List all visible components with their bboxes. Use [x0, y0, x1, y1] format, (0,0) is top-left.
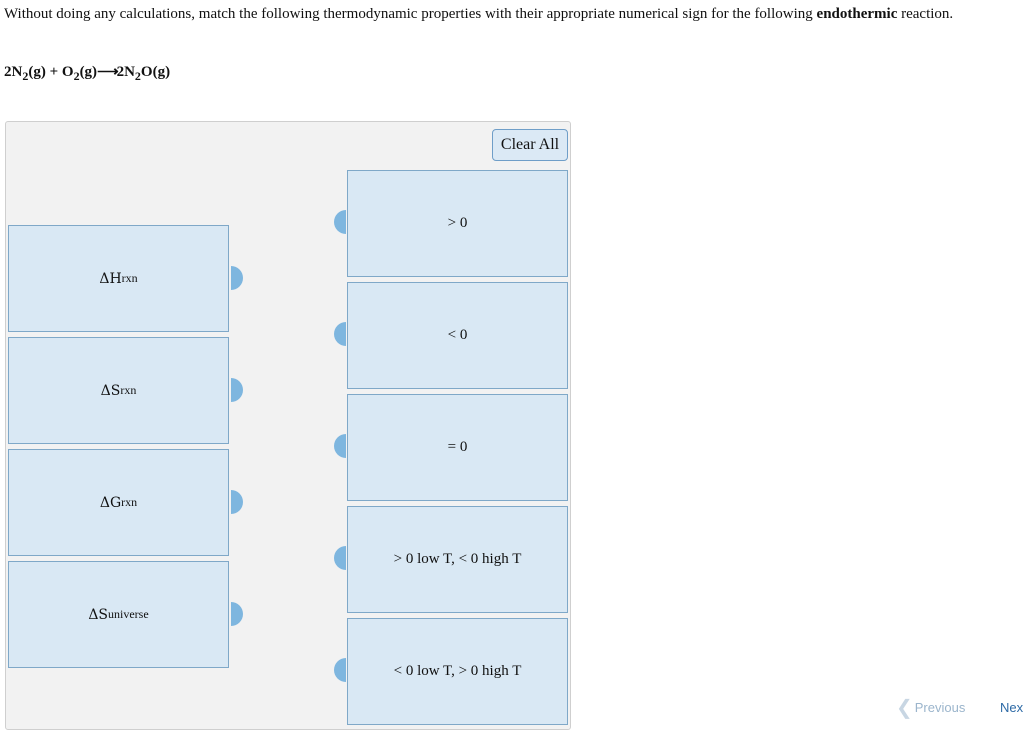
- connector-handle[interactable]: [231, 602, 243, 626]
- property-subscript: rxn: [121, 495, 138, 509]
- sign-label: > 0 low T, < 0 high T: [393, 551, 522, 567]
- sign-tile-equals-zero[interactable]: = 0: [347, 394, 568, 501]
- property-subscript: universe: [108, 607, 149, 621]
- connector-target[interactable]: [334, 546, 346, 570]
- sign-label: = 0: [447, 439, 468, 455]
- reaction-arrow: ⟶: [97, 64, 118, 80]
- property-symbol: ΔG: [99, 494, 122, 511]
- connector-target[interactable]: [334, 322, 346, 346]
- eq-reactant-1: 2N: [4, 64, 23, 80]
- eq-product: 2N: [116, 64, 135, 80]
- clear-all-button[interactable]: Clear All: [492, 129, 568, 161]
- next-button[interactable]: Nex: [1000, 700, 1024, 715]
- eq-subscript: 2: [134, 69, 141, 83]
- sign-label: < 0 low T, > 0 high T: [393, 663, 522, 679]
- sign-tile-negative-low-t[interactable]: < 0 low T, > 0 high T: [347, 618, 568, 725]
- sign-label: > 0: [447, 215, 468, 231]
- connector-handle[interactable]: [231, 266, 243, 290]
- eq-product-phase: O(g): [140, 64, 171, 80]
- eq-reactant-2: (g) + O: [28, 64, 74, 80]
- sign-tile-less-than-zero[interactable]: < 0: [347, 282, 568, 389]
- eq-subscript: 2: [73, 69, 80, 83]
- property-symbol: ΔH: [99, 270, 122, 287]
- connector-target[interactable]: [334, 658, 346, 682]
- question-prompt: Without doing any calculations, match th…: [4, 4, 1020, 24]
- prompt-bold-word: endothermic: [816, 6, 898, 22]
- property-symbol: ΔS: [88, 606, 109, 623]
- property-subscript: rxn: [120, 383, 137, 397]
- property-symbol: ΔS: [100, 382, 121, 399]
- connector-handle[interactable]: [231, 378, 243, 402]
- chevron-left-icon: ❮: [896, 695, 913, 719]
- previous-button[interactable]: ❮Previous: [896, 695, 966, 719]
- connector-target[interactable]: [334, 434, 346, 458]
- property-subscript: rxn: [121, 271, 138, 285]
- connector-handle[interactable]: [231, 490, 243, 514]
- sign-label: < 0: [447, 327, 468, 343]
- sign-tile-greater-than-zero[interactable]: > 0: [347, 170, 568, 277]
- reaction-equation: 2N2(g) + O2(g)⟶2N2O(g): [4, 62, 170, 84]
- previous-label: Previous: [914, 700, 966, 715]
- connector-target[interactable]: [334, 210, 346, 234]
- prompt-text-end: reaction.: [897, 6, 954, 22]
- eq-phase: (g): [79, 64, 98, 80]
- eq-subscript: 2: [22, 69, 29, 83]
- sign-tile-positive-low-t[interactable]: > 0 low T, < 0 high T: [347, 506, 568, 613]
- prompt-text-start: Without doing any calculations, match th…: [4, 6, 817, 22]
